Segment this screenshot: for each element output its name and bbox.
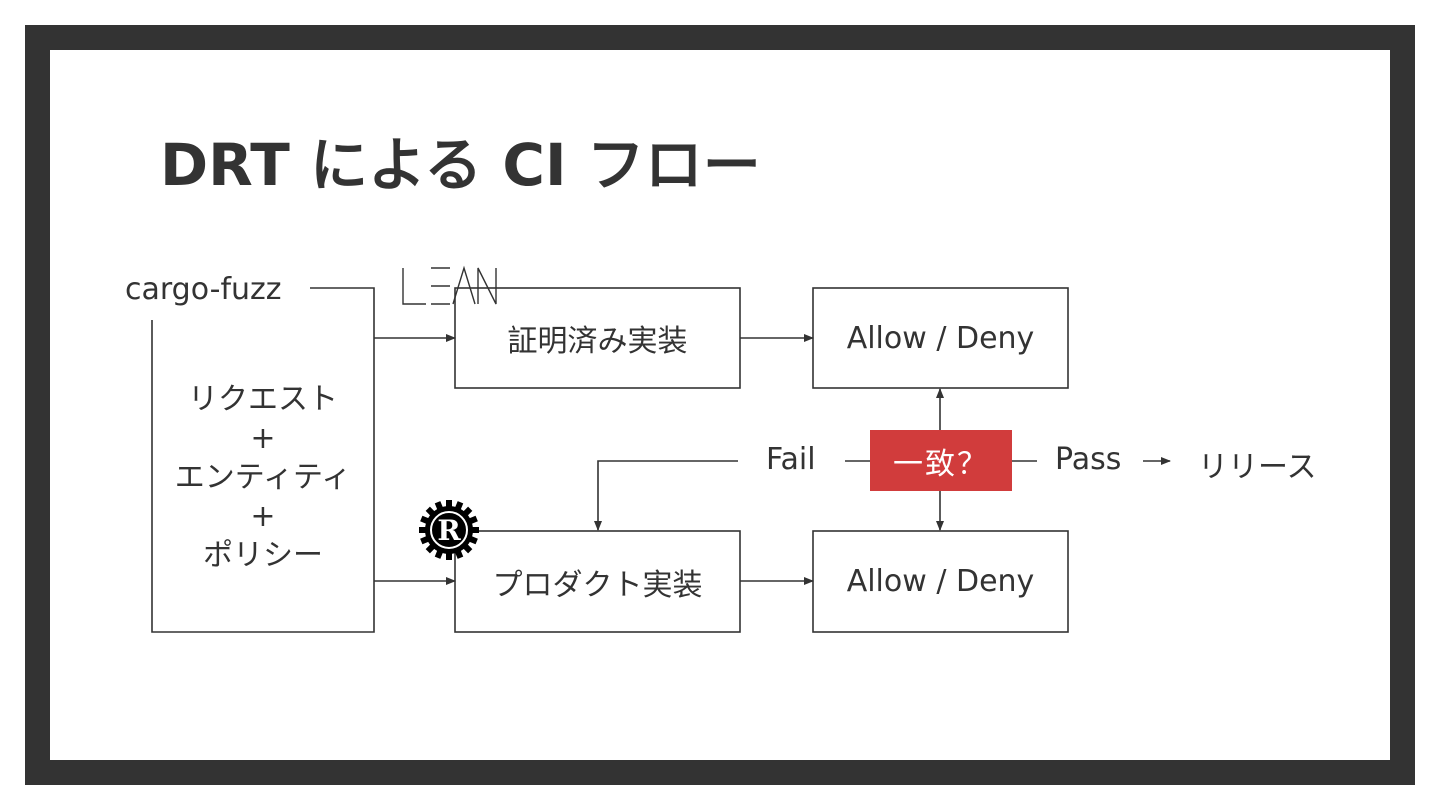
match-check-box: 一致？ [870,430,1012,491]
slide-frame [25,25,1415,785]
input-policy: ポリシー [203,538,323,573]
release-label: リリース [1198,450,1317,485]
lean-logo-icon [402,265,497,305]
input-plus-2: + [250,499,276,534]
fuzzer-label: cargo-fuzz [125,272,282,307]
input-description: リクエスト + エンティティ + ポリシー [152,380,374,575]
pass-label: Pass [1055,442,1122,477]
fail-label: Fail [766,442,816,477]
input-plus-1: + [250,421,276,456]
decision-bottom-label: Allow / Deny [846,564,1035,599]
slide-title: DRT による CI フロー [160,131,761,199]
input-entity: エンティティ [174,460,352,495]
input-box [151,287,375,633]
rust-logo-icon: R [419,500,479,560]
input-request: リクエスト [188,382,338,417]
decision-top-label: Allow / Deny [846,320,1035,356]
verified-impl-label: 証明済み実装 [507,324,688,359]
product-impl-label: プロダクト実装 [492,567,703,603]
svg-text:R: R [437,514,461,547]
arrow-fail-to-product [594,460,738,531]
